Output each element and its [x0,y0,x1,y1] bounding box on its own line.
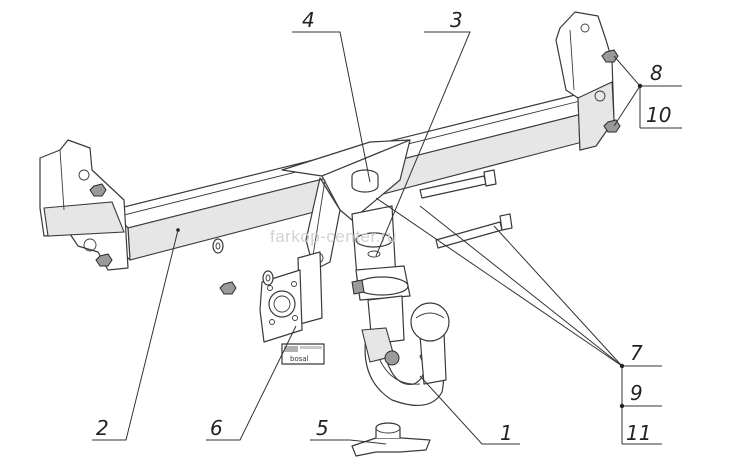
callout-10: 10 [646,103,671,127]
callout-11: 11 [626,421,651,445]
callout-8: 8 [650,61,663,85]
plate-label: bosal [290,355,309,363]
bosal-plate: bosal [281,343,325,365]
socket-plate [259,251,323,343]
callout-4: 4 [302,8,315,32]
clamp [351,422,431,457]
callout-3: 3 [450,8,463,32]
left-bracket [39,139,129,271]
right-bracket [555,11,621,151]
bolt-upper [419,169,497,199]
callout-9: 9 [630,381,643,405]
watermark-text: farkop-center.ru [270,227,397,246]
tow-ball [410,302,450,385]
bolt-lower [435,213,513,249]
callout-5: 5 [316,416,329,440]
callout-2: 2 [96,416,109,440]
callout-labels: 4 3 8 10 2 6 5 1 7 9 11 [96,8,671,445]
callout-7: 7 [630,341,643,365]
leader-lines [92,31,682,445]
callout-1: 1 [500,421,513,445]
callout-6: 6 [210,416,223,440]
cover-plug [351,169,379,193]
ball-neck [351,205,445,407]
loose-fasteners [212,238,274,295]
